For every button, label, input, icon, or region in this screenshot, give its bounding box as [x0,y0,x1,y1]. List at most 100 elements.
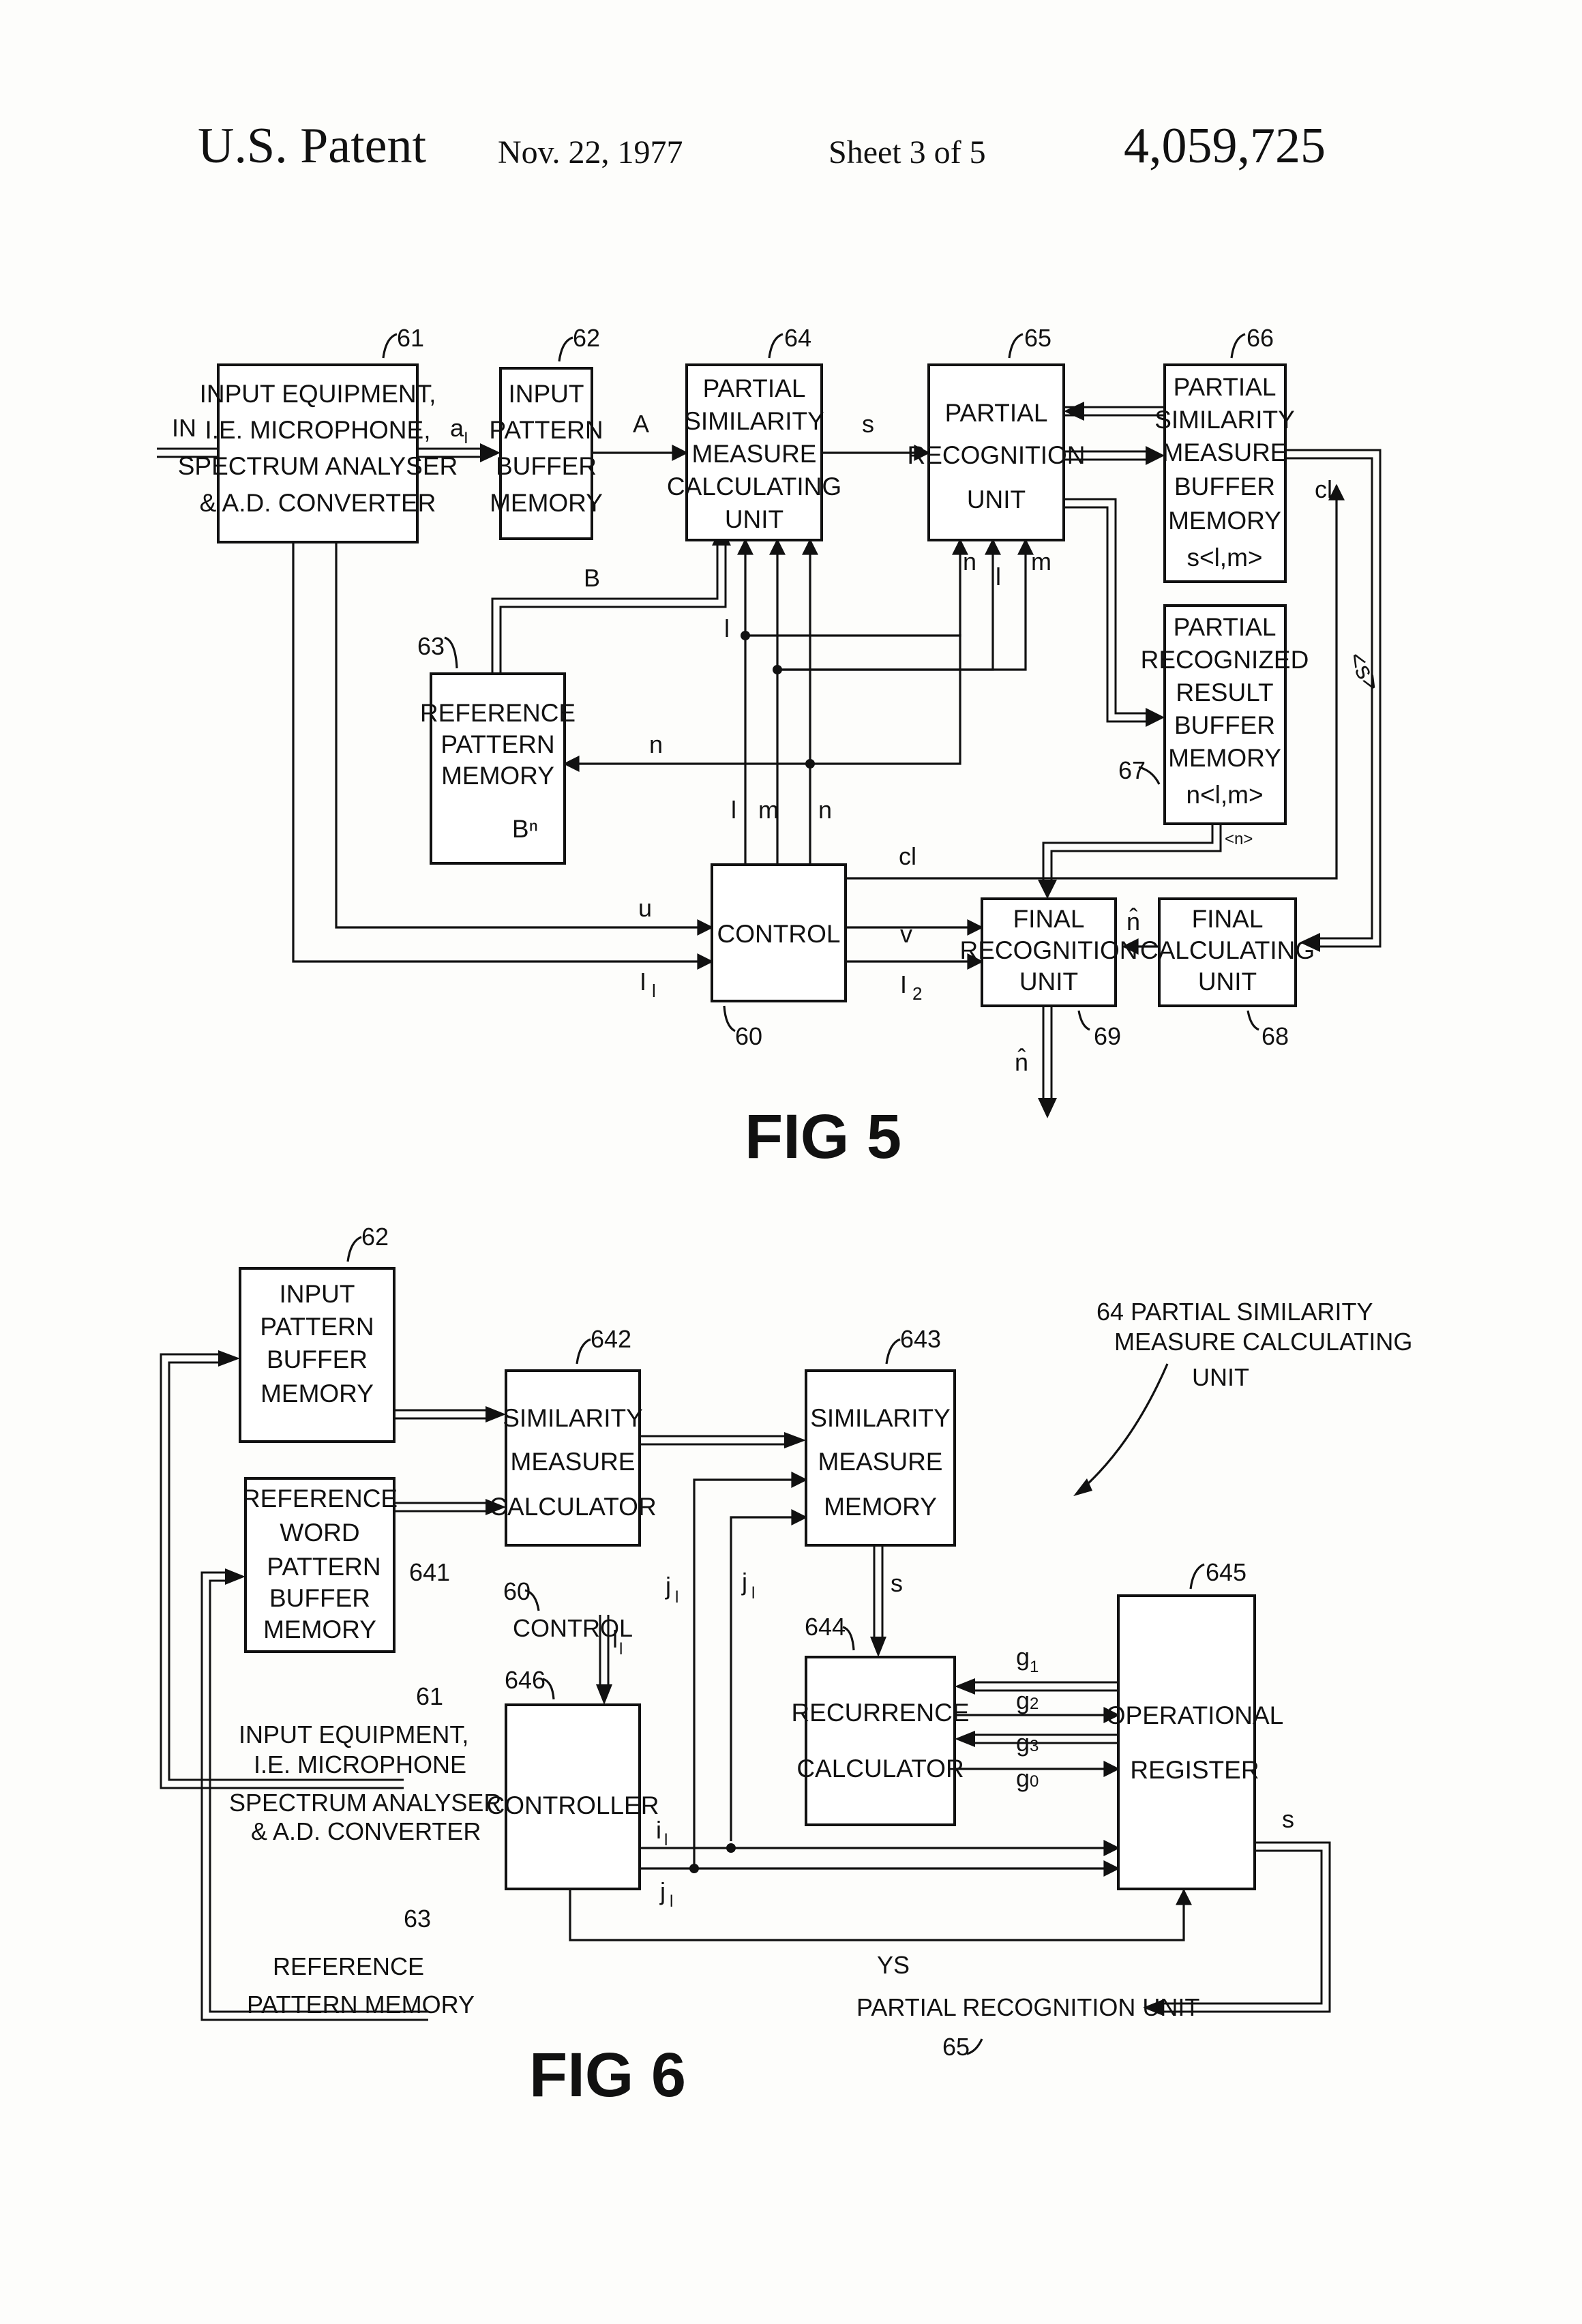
f6-ref-642: 642 [591,1325,631,1353]
leader-643 [886,1339,900,1364]
f6-b645-line2: REGISTER [1130,1756,1259,1784]
sig-B: B [584,564,600,592]
ref-68: 68 [1262,1022,1289,1050]
wire-B [492,546,726,674]
b65-line2: RECOGNITION [907,441,1085,469]
f6-title-line2: MEASURE CALCULATING [1114,1328,1412,1356]
wire-643-to-644 [874,1545,882,1637]
wire-65-to-67 [1064,499,1146,721]
ref-61: 61 [397,324,424,352]
sig-s: s [862,410,874,438]
b64-line2: SIMILARITY [684,407,824,435]
ref-64: 64 [784,324,811,352]
f6-title-line3: UNIT [1192,1363,1249,1391]
b63-line2: PATTERN [441,730,554,758]
fig6-diagram: INPUT PATTERN BUFFER MEMORY REFERENCE WO… [161,1223,1412,2110]
f6-sig-jl-sub: l [670,1892,673,1911]
f6-ref-60: 60 [503,1577,531,1605]
leader-68 [1248,1011,1259,1030]
f6-sig-g3-sub: 3 [1030,1737,1039,1755]
f6-b643-line1: SIMILARITY [810,1404,951,1432]
fig6-refs: 62 642 643 641 645 644 646 60 61 63 65 [348,1223,1247,2061]
leader-63 [445,638,457,668]
wire-n-to-65 [810,641,960,764]
f6-sig-g2-sub: 2 [1030,1695,1039,1713]
b69-line3: UNIT [1019,968,1078,996]
sig-nhat-68: n̂ [1126,907,1140,936]
b61-line4: & A.D. CONVERTER [200,489,436,517]
b61-line2: I.E. MICROPHONE, [205,416,431,444]
wire-67-to-69 [1043,824,1221,880]
wire-g3 [975,1735,1118,1743]
b68-line1: FINAL [1192,905,1264,933]
f6-sig-s-out: s [1282,1805,1294,1833]
f6-b642-line1: SIMILARITY [503,1404,643,1432]
sig-v: v [900,920,912,948]
wire-62-to-642 [394,1410,486,1418]
sig-n-65: n [963,548,976,576]
f6-sig-g1: g [1016,1643,1030,1671]
b62-line2: PATTERN [489,416,603,444]
wire-ja-to-643 [694,1480,806,1868]
sig-n-ref: n [649,730,663,758]
b65-line3: UNIT [967,486,1026,513]
box-recurrence-calculator-644 [806,1657,955,1825]
b68-line3: UNIT [1198,968,1257,996]
f6-refmem-line1: REFERENCE [273,1952,424,1980]
b62-line3: BUFFER [496,452,597,480]
f6-b62-line1: INPUT [280,1280,355,1308]
b67-line2: RECOGNIZED [1141,646,1309,674]
f6-sig-il: i [656,1816,661,1844]
wire-g1 [975,1682,1118,1690]
f6-b642-line2: MEASURE [511,1448,636,1476]
f6-b62-line3: BUFFER [267,1345,368,1373]
f6-ref-62: 62 [361,1223,389,1251]
leader-66 [1232,334,1245,358]
f6-b644-line1: RECURRENCE [791,1699,969,1727]
f6-ref-644: 644 [805,1613,846,1641]
f6-partial-recognition-label: PARTIAL RECOGNITION UNIT [856,1993,1199,2021]
sig-n-bracket: <n> [1225,830,1253,848]
ref-60: 60 [735,1022,762,1050]
b66-line5: MEMORY [1168,507,1281,535]
b63-line4: Bⁿ [512,815,538,843]
f6-ref-61: 61 [416,1682,443,1710]
f6-ieq-line4: & A.D. CONVERTER [251,1817,481,1845]
leader-60 [724,1006,735,1031]
ref-67: 67 [1118,756,1146,784]
f6-b641-line2: WORD [280,1519,359,1547]
leader-65 [1009,334,1023,358]
wire-jb-to-643 [731,1517,806,1841]
box-operational-register-645 [1118,1596,1255,1889]
wire-642-to-643 [640,1436,784,1444]
ref-65: 65 [1024,324,1051,352]
f6-sig-jb-sub: l [751,1584,755,1603]
wire-66-to-68 [1285,450,1380,947]
b61-line3: SPECTRUM ANALYSER [178,452,458,480]
sig-m-ctrl: m [758,796,779,824]
b61-line1: INPUT EQUIPMENT, [200,380,436,408]
leader-f6-62 [348,1237,361,1262]
leader-69 [1079,1011,1090,1030]
ref-62: 62 [573,324,600,352]
sig-I2-sub: 2 [912,983,922,1004]
f6-sig-g0: g [1016,1764,1030,1792]
sig-m-65: m [1031,548,1051,576]
f6-ref-646: 646 [505,1666,546,1694]
f6-title-line1: 64 PARTIAL SIMILARITY [1096,1298,1373,1326]
f6-b643-line2: MEASURE [818,1448,943,1476]
f6-ref-65: 65 [942,2033,970,2061]
f6-sig-ja-sub: l [675,1588,678,1607]
f6-sig-jb: j [741,1568,747,1596]
f6-sig-ys: YS [877,1951,910,1979]
sig-cl: cl [1315,475,1332,503]
b67-line4: BUFFER [1174,711,1275,739]
f6-b643-line3: MEMORY [824,1493,937,1521]
fig5-caption: FIG 5 [745,1102,901,1172]
f6-b641-line3: PATTERN [267,1553,380,1581]
sig-a1: a [450,414,464,442]
fig6-caption: FIG 6 [529,2040,686,2110]
b67-line1: PARTIAL [1174,613,1277,641]
b62-line4: MEMORY [490,489,603,517]
